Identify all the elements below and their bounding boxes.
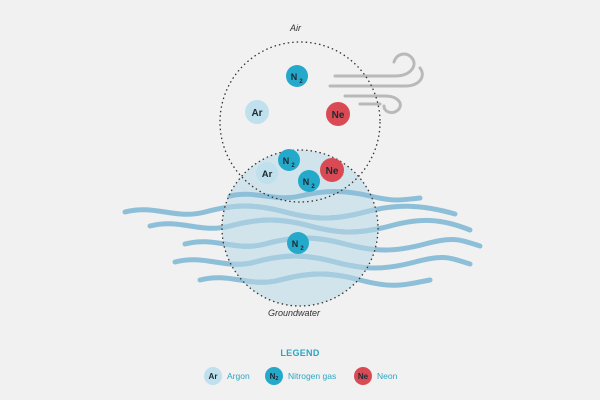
legend-item-argon: Ar Argon <box>204 366 250 386</box>
svg-text:N: N <box>303 177 310 187</box>
svg-text:Ar: Ar <box>262 169 273 180</box>
svg-text:2: 2 <box>299 79 303 85</box>
molecule-neon-air: Ne <box>326 102 350 126</box>
svg-text:2: 2 <box>311 184 315 190</box>
legend-argon-icon: Ar <box>204 367 222 385</box>
wind-icon <box>328 52 424 115</box>
groundwater-circle <box>221 149 379 307</box>
molecule-nitrogen-groundwater: N 2 <box>287 232 309 254</box>
svg-text:N: N <box>291 72 298 82</box>
molecule-nitrogen-interface-1: N 2 <box>278 149 300 171</box>
legend-nitrogen-label: Nitrogen gas <box>288 371 337 381</box>
legend-item-neon: Ne Neon <box>354 366 397 386</box>
molecule-nitrogen-air: N 2 <box>286 65 308 87</box>
legend-neon-label: Neon <box>377 371 398 381</box>
svg-text:Ne: Ne <box>332 110 345 121</box>
svg-text:2: 2 <box>291 163 295 169</box>
svg-text:N: N <box>292 239 299 249</box>
molecule-argon-air: Ar <box>245 100 269 124</box>
legend-neon-icon: Ne <box>354 367 372 385</box>
air-label: Air <box>290 23 301 33</box>
svg-text:2: 2 <box>300 246 304 252</box>
molecule-nitrogen-interface-2: N 2 <box>298 170 320 192</box>
molecule-neon-interface: Ne <box>320 158 344 182</box>
groundwater-circle-fill <box>222 150 378 306</box>
air-circle <box>219 41 381 203</box>
svg-text:N: N <box>283 156 290 166</box>
svg-text:Ne: Ne <box>326 166 339 177</box>
molecule-argon-interface: Ar <box>256 162 278 184</box>
legend-argon-label: Argon <box>227 371 250 381</box>
legend-title: LEGEND <box>280 348 320 358</box>
svg-text:Ar: Ar <box>251 108 262 119</box>
groundwater-label: Groundwater <box>268 308 321 318</box>
